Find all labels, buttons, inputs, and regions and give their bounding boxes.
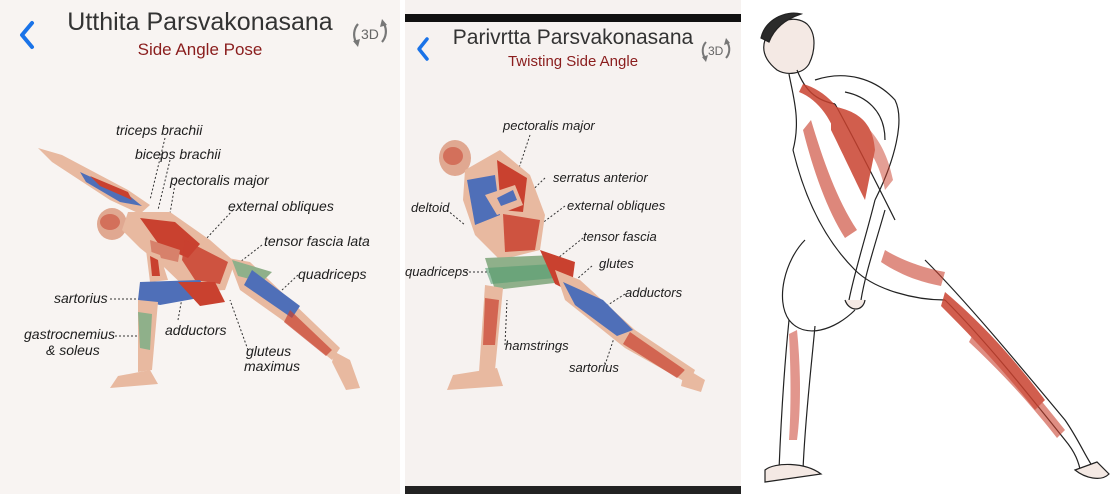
label-glutes: glutes [599, 256, 634, 271]
label-tensor-fascia: tensor fascia [583, 229, 657, 244]
label-soleus: & soleus [46, 342, 100, 358]
label-adductors: adductors [165, 322, 226, 338]
label-quadriceps: quadriceps [405, 264, 469, 279]
anatomical-illustration [745, 0, 1113, 494]
leader-quadriceps [282, 275, 298, 290]
label-external-obliques: external obliques [228, 198, 334, 214]
anatomical-illustration-panel [745, 0, 1113, 494]
label-triceps-brachii: triceps brachii [116, 122, 202, 138]
label-pectoralis-major: pectoralis major [503, 118, 595, 133]
leader-tensor [240, 245, 262, 262]
label-gastrocnemius: gastrocnemius [24, 326, 115, 342]
label-external-obliques: external obliques [567, 198, 665, 213]
label-sartorius: sartorius [569, 360, 619, 375]
label-maximus: maximus [244, 358, 300, 374]
label-serratus-anterior: serratus anterior [553, 170, 648, 185]
label-hamstrings: hamstrings [505, 338, 569, 353]
label-adductors: adductors [625, 285, 682, 300]
label-pectoralis-major: pectoralis major [170, 172, 269, 188]
muscle-shin-front [789, 330, 800, 440]
label-quadriceps: quadriceps [298, 266, 367, 282]
leader-deltoid [447, 210, 465, 225]
twisting-side-angle-figure [405, 0, 741, 494]
twisting-side-angle-panel: Parivrtta Parsvakonasana Twisting Side A… [405, 0, 741, 494]
leader-biceps [158, 160, 170, 210]
leader-obliques [205, 210, 233, 240]
muscle-glute [881, 250, 945, 286]
muscle-calf-back [969, 330, 1065, 438]
label-sartorius: sartorius [54, 290, 108, 306]
side-angle-pose-panel: Utthita Parsvakonasana Side Angle Pose 3… [0, 0, 400, 494]
label-gluteus: gluteus [246, 343, 291, 359]
label-biceps-brachii: biceps brachii [135, 146, 221, 162]
label-tensor-fascia-lata: tensor fascia lata [264, 233, 370, 249]
label-deltoid: deltoid [411, 200, 449, 215]
